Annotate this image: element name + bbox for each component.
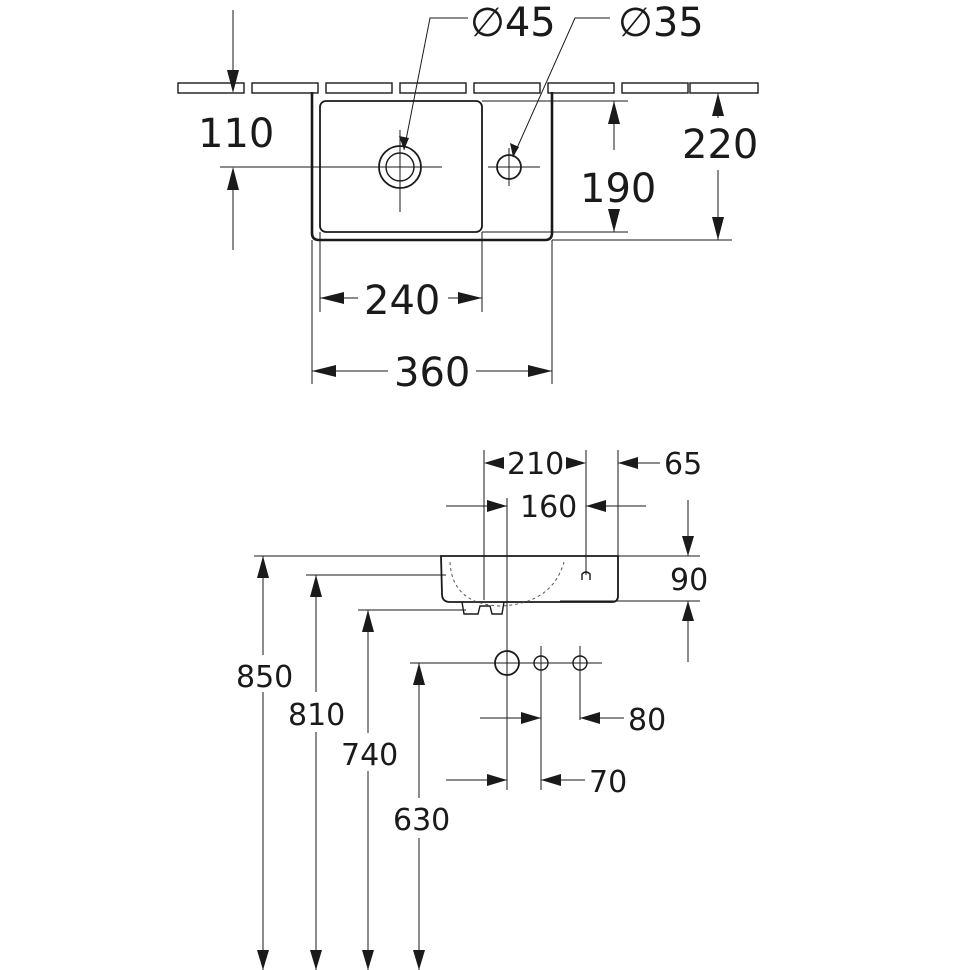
dimension-190: 190 bbox=[482, 100, 656, 233]
tap-diameter-leader bbox=[512, 17, 610, 158]
dimension-90: 90 bbox=[560, 500, 708, 662]
svg-text:740: 740 bbox=[341, 738, 398, 773]
basin-front-outline bbox=[440, 555, 619, 603]
svg-text:90: 90 bbox=[670, 563, 708, 598]
drain-diameter-label: ∅45 bbox=[470, 0, 556, 46]
dimension-740: 740 bbox=[341, 609, 466, 970]
dimension-360: 360 bbox=[311, 240, 553, 396]
pipe-connections bbox=[410, 498, 602, 790]
tap-hole bbox=[488, 148, 540, 186]
svg-text:850: 850 bbox=[236, 660, 293, 695]
dimension-210: 210 bbox=[483, 447, 587, 600]
drain-diameter-leader bbox=[403, 17, 468, 151]
tap-diameter-label: ∅35 bbox=[618, 0, 704, 46]
front-view: 210 65 160 90 bbox=[236, 447, 708, 970]
svg-text:810: 810 bbox=[288, 698, 345, 733]
svg-text:80: 80 bbox=[628, 703, 666, 738]
dimension-80: 80 bbox=[480, 703, 666, 738]
dimension-70: 70 bbox=[446, 765, 627, 800]
top-view: ∅45 ∅35 110 190 220 bbox=[177, 0, 759, 396]
svg-text:220: 220 bbox=[682, 122, 758, 168]
svg-text:240: 240 bbox=[364, 278, 440, 324]
svg-text:160: 160 bbox=[520, 490, 577, 525]
drain-spigot bbox=[461, 601, 505, 615]
wall-outline bbox=[177, 82, 759, 94]
drain-hole bbox=[360, 130, 442, 212]
basin-bowl-hidden-line bbox=[449, 561, 565, 607]
svg-text:70: 70 bbox=[589, 765, 627, 800]
svg-text:210: 210 bbox=[507, 447, 564, 482]
dimension-240: 240 bbox=[319, 232, 483, 324]
svg-text:360: 360 bbox=[394, 350, 470, 396]
svg-text:110: 110 bbox=[198, 111, 274, 157]
svg-text:190: 190 bbox=[580, 166, 656, 212]
basin-outer-outline bbox=[310, 92, 554, 242]
dimension-810: 810 bbox=[288, 574, 446, 970]
dimension-110: 110 bbox=[198, 10, 360, 250]
svg-text:65: 65 bbox=[664, 447, 702, 482]
dimension-850: 850 bbox=[236, 555, 441, 970]
dimension-220: 220 bbox=[552, 93, 758, 241]
dimension-160: 160 bbox=[446, 490, 646, 525]
svg-text:630: 630 bbox=[393, 803, 450, 838]
dimension-630: 630 bbox=[393, 663, 450, 970]
dimension-65: 65 bbox=[617, 447, 702, 556]
